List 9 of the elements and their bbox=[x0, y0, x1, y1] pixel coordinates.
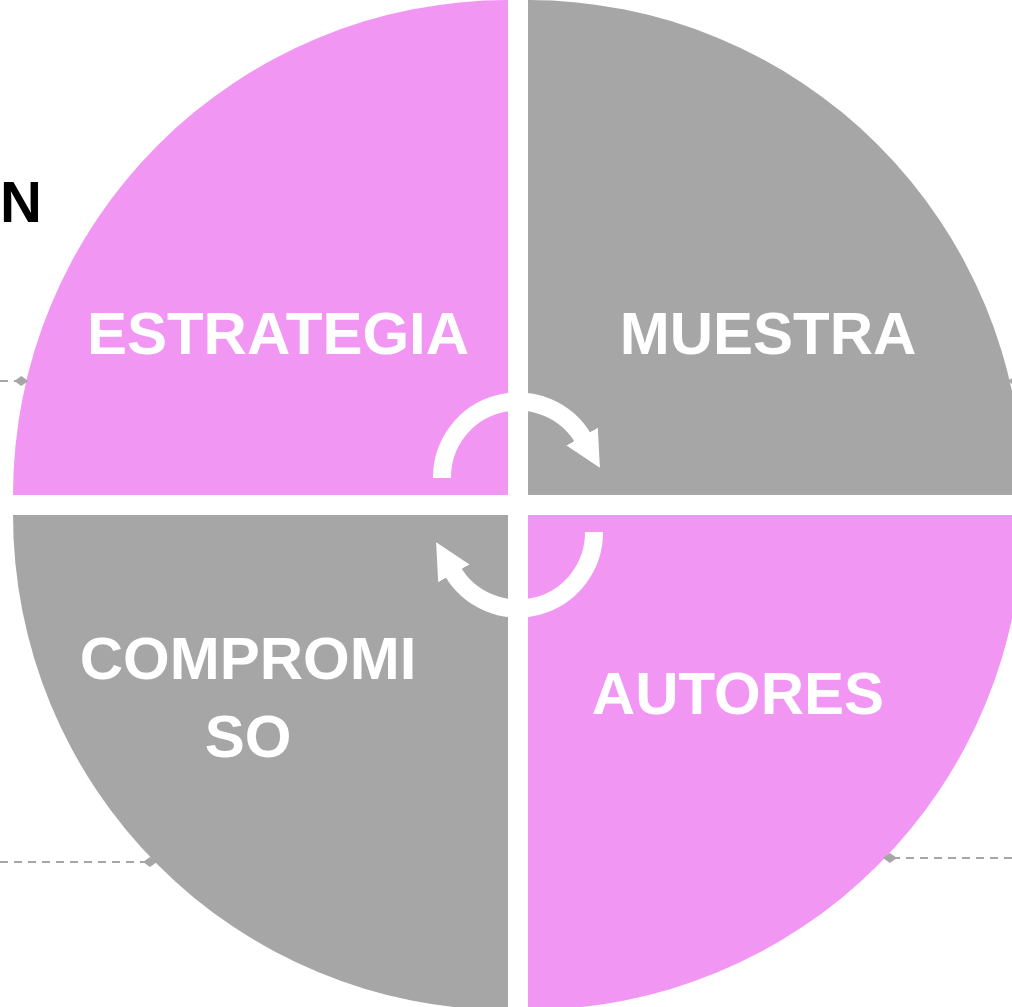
segment-title: ESTRATEGIA bbox=[85, 299, 471, 369]
segment-title: MUESTRA bbox=[618, 299, 918, 369]
leader-line bbox=[0, 376, 29, 386]
leader-line bbox=[1007, 376, 1012, 386]
leader-line bbox=[882, 853, 1012, 863]
segment-title: AUTORES bbox=[590, 659, 886, 729]
leader-line bbox=[0, 857, 157, 867]
heading-fragment: N bbox=[0, 168, 42, 235]
segment-title: COMPROMISO bbox=[78, 624, 418, 772]
